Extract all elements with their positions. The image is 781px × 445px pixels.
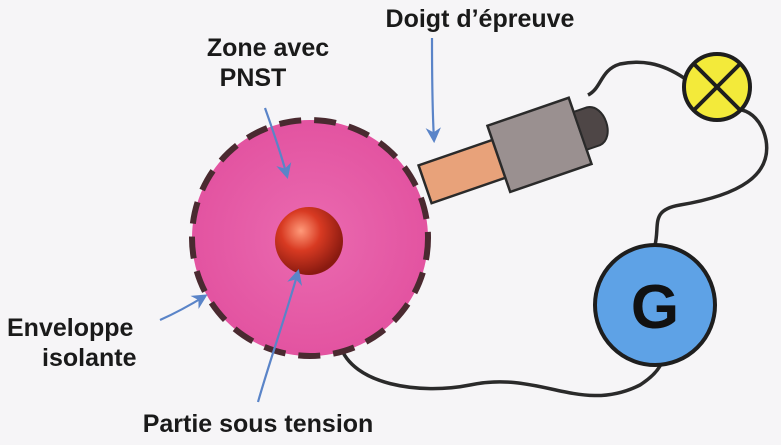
insulating-envelope <box>189 117 431 359</box>
generator-circle <box>593 243 717 367</box>
label-zone-line2: PNST <box>220 64 287 92</box>
label-finger: Doigt d’épreuve <box>386 5 575 33</box>
label-zone-line1: Zone avec <box>207 34 329 62</box>
generator-icon: G <box>593 243 717 367</box>
label-live-part: Partie sous tension <box>143 410 374 438</box>
lamp-cross-b <box>692 62 742 112</box>
label-envelope-line2: isolante <box>42 344 137 372</box>
label-envelope-line1: Enveloppe <box>7 314 134 342</box>
lamp-icon <box>682 52 752 122</box>
test-finger-icon <box>416 96 609 205</box>
wire-generator-to-lamp <box>653 108 769 246</box>
arrow-envelope <box>159 294 208 322</box>
test-finger-cap <box>572 106 609 152</box>
generator-letter: G <box>631 273 679 342</box>
arrow-live-part <box>256 269 303 403</box>
wire-lamp-to-probe <box>587 60 685 97</box>
arrow-zone <box>263 107 292 179</box>
live-part-sphere <box>275 207 343 275</box>
test-finger-tip <box>416 137 509 205</box>
arrow-finger <box>425 37 441 144</box>
